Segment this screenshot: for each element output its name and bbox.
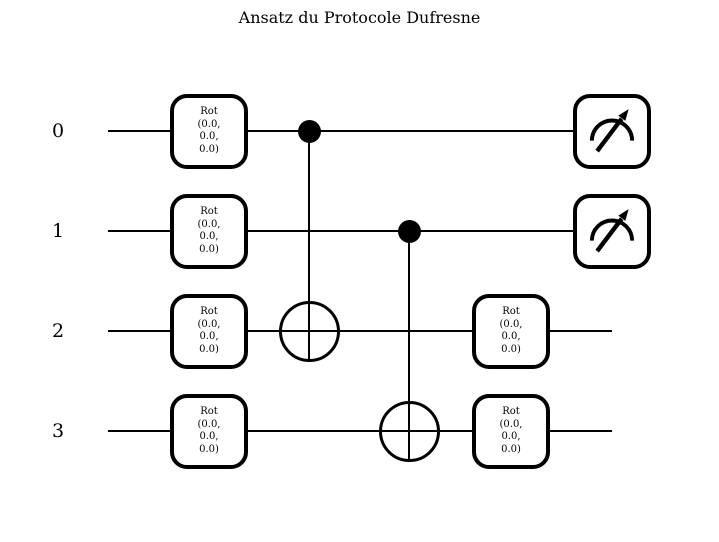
cnot-1-3-control-dot [397, 219, 421, 243]
wire-3 [108, 429, 612, 433]
rot-gate-label: Rot (0.0, 0.0, 0.0) [197, 406, 221, 455]
rot-gate-label: Rot (0.0, 0.0, 0.0) [197, 306, 221, 355]
rot-gate-wire3-layer1: Rot (0.0, 0.0, 0.0) [170, 393, 248, 469]
wire-label-2: 2 [51, 320, 65, 342]
rot-gate-wire2-layer4: Rot (0.0, 0.0, 0.0) [472, 293, 550, 369]
rot-gate-wire2-layer1: Rot (0.0, 0.0, 0.0) [170, 293, 248, 369]
measurement-gate-wire0 [573, 93, 651, 169]
measurement-gauge-icon [584, 103, 640, 159]
wire-label-1: 1 [51, 220, 65, 242]
rot-gate-wire3-layer4: Rot (0.0, 0.0, 0.0) [472, 393, 550, 469]
cnot-1-3-target-icon [378, 400, 440, 462]
rot-gate-label: Rot (0.0, 0.0, 0.0) [499, 306, 523, 355]
rot-gate-wire0-layer1: Rot (0.0, 0.0, 0.0) [170, 93, 248, 169]
cnot-0-2-connector [307, 131, 311, 362]
wire-0 [108, 129, 573, 133]
rot-gate-label: Rot (0.0, 0.0, 0.0) [499, 406, 523, 455]
circuit-title: Ansatz du Protocole Dufresne [238, 8, 481, 27]
rot-gate-label: Rot (0.0, 0.0, 0.0) [197, 206, 221, 255]
measurement-gate-wire1 [573, 193, 651, 269]
wire-2 [108, 329, 612, 333]
wire-1 [108, 229, 573, 233]
cnot-0-2-control-dot [297, 119, 321, 143]
wire-label-3: 3 [51, 420, 65, 442]
cnot-1-3-connector [407, 231, 411, 462]
cnot-0-2-target-icon [278, 300, 340, 362]
measurement-gauge-icon [584, 203, 640, 259]
rot-gate-wire1-layer1: Rot (0.0, 0.0, 0.0) [170, 193, 248, 269]
wire-label-0: 0 [51, 120, 65, 142]
rot-gate-label: Rot (0.0, 0.0, 0.0) [197, 106, 221, 155]
